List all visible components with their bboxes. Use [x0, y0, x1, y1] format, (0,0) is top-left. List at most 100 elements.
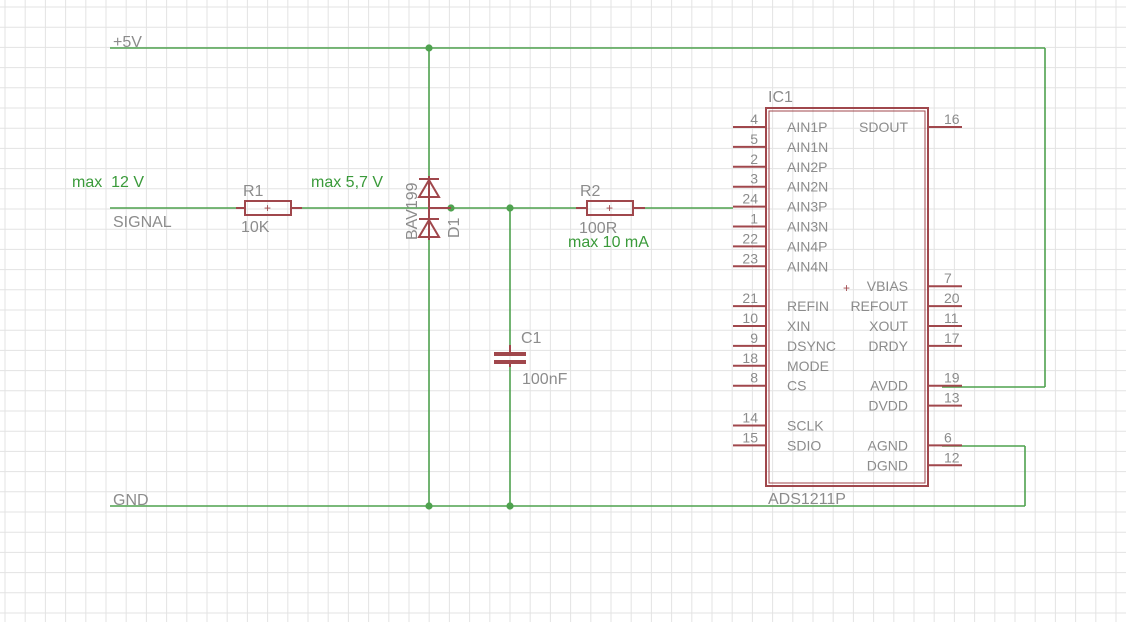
ic1-name: IC1	[768, 89, 793, 106]
resistor-r2-value: 100R	[579, 220, 617, 237]
ic1-pin-number: 15	[742, 429, 758, 445]
ic1-pin-label: AIN4N	[787, 258, 828, 274]
ic1-pin-label: DGND	[867, 457, 908, 473]
ic1-value: ADS1211P	[768, 491, 846, 508]
ic1-pin-number: 17	[944, 330, 960, 346]
ic1-pin-number: 13	[944, 390, 960, 406]
ic1-pin-label: SDIO	[787, 437, 821, 453]
junction-cap-top	[506, 204, 514, 212]
capacitor-c1-plate-bottom	[494, 360, 526, 364]
ic1-pin-number: 12	[944, 449, 960, 465]
ic1-pin-number: 22	[742, 230, 758, 246]
resistor-r1-pin-marker: +	[264, 201, 271, 215]
ic1-pin-label: DVDD	[868, 398, 908, 414]
ic1-pin-number: 1	[750, 211, 758, 227]
ic1-pin-number: 3	[750, 171, 758, 187]
resistor-r1-body	[244, 200, 292, 216]
resistor-r2-name: R2	[580, 183, 601, 200]
ic1-pin-number: 2	[750, 151, 758, 167]
ic1-pin-number: 6	[944, 429, 952, 445]
junction-gnd-diode	[425, 502, 433, 510]
note-clamp-max: max 5,7 V	[311, 174, 383, 191]
junctions	[425, 44, 514, 510]
junction-gnd-cap	[506, 502, 514, 510]
ic1-pin-number: 7	[944, 270, 952, 286]
ic1-vbias-marker: +	[843, 281, 850, 295]
ic1-pin-label: AIN3N	[787, 219, 828, 235]
net-label-5v: +5V	[113, 34, 142, 51]
resistor-r2[interactable]: + R2 100R	[576, 183, 645, 237]
ic1-pin-label: SDOUT	[859, 119, 908, 135]
ic1-pin-label: DRDY	[868, 338, 908, 354]
ic1-pin-label: AIN4P	[787, 238, 827, 254]
ic1-pin-label: REFOUT	[850, 298, 908, 314]
resistor-r2-body	[586, 200, 634, 216]
resistor-r2-pin-marker: +	[606, 201, 613, 215]
ic1-pin-number: 21	[742, 290, 758, 306]
ic1-pin-label: VBIAS	[867, 278, 908, 294]
ic1-pin-label: REFIN	[787, 298, 829, 314]
capacitor-c1-value: 100nF	[522, 371, 568, 388]
resistor-r1-name: R1	[243, 183, 264, 200]
ic1-pin-label: AIN2P	[787, 159, 827, 175]
ic1-pin-label: AIN3P	[787, 199, 827, 215]
net-label-gnd: GND	[113, 492, 149, 509]
ic1-right-pins: 16SDOUT7VBIAS20REFOUT11XOUT17DRDY19AVDD1…	[850, 111, 962, 473]
wires	[110, 47, 1046, 507]
ic1-pin-number: 8	[750, 370, 758, 386]
resistor-r1[interactable]: + R1 10K	[236, 183, 302, 236]
junction-5v	[425, 44, 433, 52]
resistor-r1-value: 10K	[241, 219, 270, 236]
ic1-body	[765, 107, 929, 487]
note-current-max: max 10 mA	[568, 234, 649, 251]
diode-d1-name: D1	[446, 217, 463, 238]
ic1-pin-label: SCLK	[787, 418, 824, 434]
ic1-pin-label: XOUT	[869, 318, 908, 334]
ic1-pin-number: 18	[742, 350, 758, 366]
capacitor-c1-plate-top	[494, 352, 526, 356]
diode-d1-value: BAV199	[404, 182, 421, 240]
ic1-pin-number: 20	[944, 290, 960, 306]
ic1-pin-label: CS	[787, 378, 806, 394]
ic1-pin-number: 14	[742, 410, 758, 426]
ic1-pin-number: 4	[750, 111, 758, 127]
ic1-pin-number: 10	[742, 310, 758, 326]
ic1-pin-number: 24	[742, 191, 758, 207]
ic1-pin-label: MODE	[787, 358, 829, 374]
diode-d1[interactable]	[417, 176, 451, 240]
ic1-pin-label: AVDD	[870, 378, 908, 394]
ic1-pin-number: 5	[750, 131, 758, 147]
ic1-pin-label: AIN1P	[787, 119, 827, 135]
ic1-pin-number: 16	[944, 111, 960, 127]
capacitor-c1[interactable]: C1 100nF	[494, 330, 568, 388]
